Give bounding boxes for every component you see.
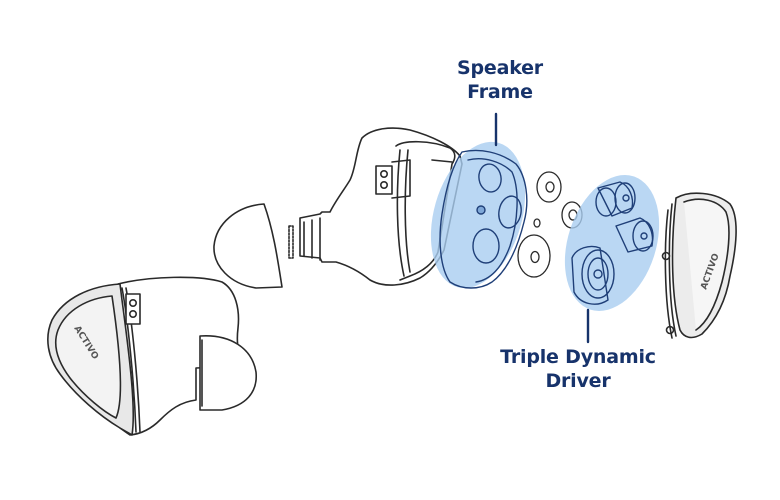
triple-dynamic-driver-callout-line-1: Triple Dynamic: [500, 346, 656, 368]
speaker-frame-callout-line-2: Frame: [467, 81, 533, 103]
ear-tip: [213, 203, 283, 289]
washer-3: [517, 234, 551, 278]
driver-3: [571, 245, 615, 305]
triple-dynamic-driver-callout-line-2: Driver: [545, 370, 611, 392]
driver-2: [615, 217, 654, 253]
triple-dynamic-driver: [564, 175, 660, 311]
assembled-connector: [125, 293, 141, 325]
shell: [299, 127, 463, 286]
nozzle-filter: [288, 225, 294, 259]
triple-dynamic-driver-callout: Triple Dynamic Driver: [478, 345, 678, 393]
assembled-ear-tip: [199, 335, 257, 411]
washer-small: [533, 218, 541, 228]
washer-1: [536, 171, 562, 203]
assembled-faceplate-inner: [54, 295, 122, 419]
speaker-frame-callout: Speaker Frame: [440, 56, 560, 104]
assembled-earphone: ACTIVO: [47, 276, 257, 436]
faceplate: ACTIVO: [661, 192, 737, 339]
speaker-frame: [430, 141, 528, 289]
driver-1: [595, 181, 636, 217]
triple-dynamic-driver-highlight: [564, 175, 660, 311]
speaker-frame-callout-line-1: Speaker: [457, 57, 543, 79]
shell-connector: [375, 159, 411, 199]
